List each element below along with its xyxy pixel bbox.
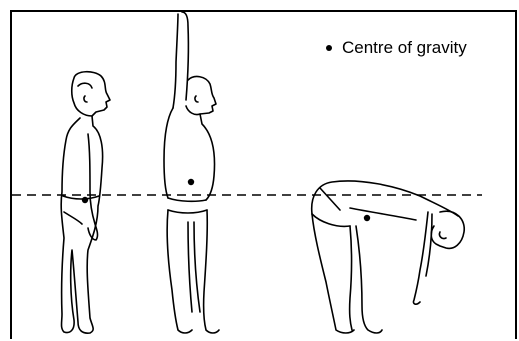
legend: Centre of gravity (326, 38, 467, 58)
figure-standing-arm-raised (164, 12, 219, 333)
cog-marker-figure-3 (364, 215, 370, 221)
legend-label: Centre of gravity (342, 38, 467, 58)
dot-icon (326, 45, 332, 51)
figure-bending-forward (312, 181, 465, 333)
frame-border (11, 11, 516, 339)
cog-marker-figure-2 (188, 179, 194, 185)
cog-marker-figure-1 (82, 197, 88, 203)
